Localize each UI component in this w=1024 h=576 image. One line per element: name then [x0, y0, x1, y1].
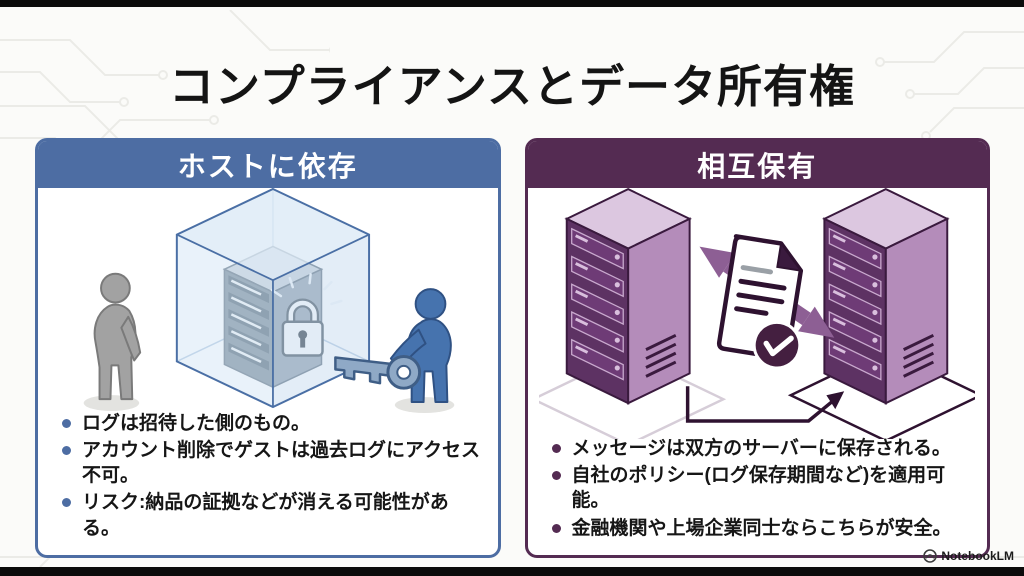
bullet-text: ログは招待した側のもの。 — [82, 412, 311, 434]
guest-person-gray — [83, 272, 141, 411]
list-item: アカウント削除でゲストは過去ログにアクセス不可。 — [62, 438, 482, 489]
padlock-icon — [270, 272, 343, 357]
notebooklm-brand: NotebookLM — [923, 549, 1014, 563]
list-item: 自社のポリシー(ログ保存期間など)を適用可能。 — [551, 463, 972, 514]
letterbox-top — [0, 0, 1024, 7]
panel-right-bullets: メッセージは双方のサーバーに保存される。 自社のポリシー(ログ保存期間など)を適… — [528, 434, 988, 543]
panel-left-header: ホストに依存 — [38, 141, 498, 188]
panel-mutual-ownership: 相互保有 — [524, 138, 990, 558]
bullet-text: リスク:納品の証拠などが消える可能性がある。 — [82, 492, 449, 539]
document-icon — [717, 234, 804, 370]
bullet-text: 金融機関や上場企業同士ならこちらが安全。 — [571, 517, 952, 539]
glass-cube — [175, 187, 370, 408]
list-item: メッセージは双方のサーバーに保存される。 — [551, 436, 972, 461]
platform-left — [539, 352, 727, 439]
panel-host-dependent: ホストに依存 — [35, 138, 501, 558]
transfer-arrow-dark — [686, 386, 845, 423]
locked-server-illustration — [38, 187, 498, 413]
bullet-dot — [62, 418, 71, 428]
bullet-dot — [551, 443, 561, 453]
list-item: リスク:納品の証拠などが消える可能性がある。 — [62, 490, 482, 541]
brand-label: NotebookLM — [941, 549, 1014, 563]
server-tower-left — [564, 187, 693, 405]
bullet-text: 自社のポリシー(ログ保存期間など)を適用可能。 — [571, 465, 946, 512]
bullet-dot — [62, 445, 71, 455]
page-title: コンプライアンスとデータ所有権 — [169, 61, 855, 112]
notebooklm-icon — [923, 549, 938, 563]
platform-right — [788, 348, 976, 439]
bullet-text: アカウント削除でゲストは過去ログにアクセス不可。 — [82, 439, 481, 487]
checkmark-badge — [752, 320, 802, 370]
list-item: 金融機関や上場企業同士ならこちらが安全。 — [551, 516, 972, 541]
comparison-panels: ホストに依存 — [35, 138, 990, 558]
bullet-text: メッセージは双方のサーバーに保存される。 — [571, 437, 951, 459]
panel-right-header: 相互保有 — [527, 141, 987, 188]
host-person-blue — [389, 287, 455, 413]
mutual-servers-illustration — [528, 187, 988, 439]
letterbox-bottom — [0, 567, 1024, 576]
bullet-dot — [62, 498, 71, 508]
server-tower-right — [822, 187, 950, 405]
list-item: ログは招待した側のもの。 — [62, 411, 482, 436]
panel-left-bullets: ログは招待した側のもの。 アカウント削除でゲストは過去ログにアクセス不可。 リス… — [38, 409, 498, 543]
key-icon — [333, 354, 421, 390]
bullet-dot — [551, 471, 561, 481]
bullet-dot — [551, 523, 561, 533]
